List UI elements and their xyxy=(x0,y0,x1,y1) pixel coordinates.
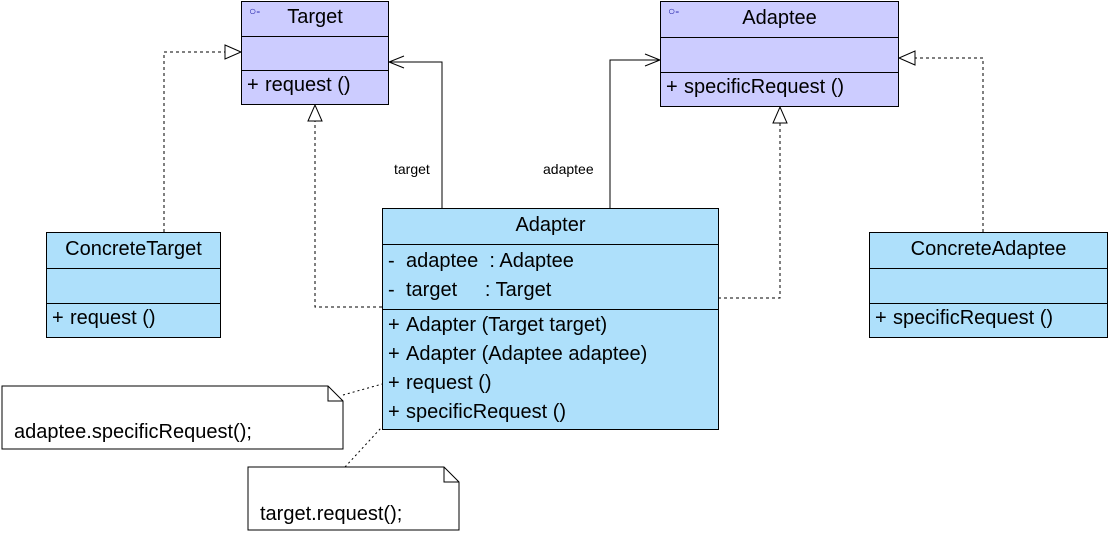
attribute-row: -adaptee : Adaptee xyxy=(388,250,574,272)
method-row: +request () xyxy=(52,307,156,329)
attribute-row: -target : Target xyxy=(388,279,552,301)
association-adapter-adaptee xyxy=(609,53,662,208)
realization-adapter-target xyxy=(315,105,382,308)
note-target-call: target.request(); xyxy=(248,480,438,525)
note-anchor-adaptee-call xyxy=(342,380,394,396)
adaptee-class-box[interactable]: ○- Adaptee +specificRequest () xyxy=(660,1,899,107)
realization-concreteadaptee-adaptee xyxy=(899,58,984,232)
concrete-target-class-name: ConcreteTarget xyxy=(65,238,202,260)
method-row: +specificRequest () xyxy=(388,401,567,423)
concrete-adaptee-class-box[interactable]: ConcreteAdaptee +specificRequest () xyxy=(869,232,1108,338)
method-row: +specificRequest () xyxy=(666,76,845,98)
method-row: +Adapter (Target target) xyxy=(388,314,608,336)
target-interface-name: Target xyxy=(287,6,343,28)
note-shape-adaptee-call xyxy=(1,385,344,450)
note-anchor-target-call xyxy=(344,414,394,468)
target-interface-box[interactable]: ○- Target +request () xyxy=(241,1,389,105)
note-shape-target-call xyxy=(247,466,460,531)
interface-icon: ○- xyxy=(668,4,680,18)
adaptee-class-name: Adaptee xyxy=(742,7,817,29)
realization-adapter-adaptee xyxy=(718,107,780,299)
interface-icon: ○- xyxy=(249,4,261,18)
note-target-call-text: target.request(); xyxy=(260,503,403,525)
adapter-class-box[interactable]: Adapter -adaptee : Adaptee -target : Tar… xyxy=(382,208,719,430)
note-adaptee-call-text: adaptee.specificRequest(); xyxy=(14,421,252,443)
method-row: +request () xyxy=(247,74,351,96)
method-row: +Adapter (Adaptee adaptee) xyxy=(388,343,648,365)
method-row: +request () xyxy=(388,372,492,394)
association-adapter-target xyxy=(387,55,443,208)
realization-concretetarget-target xyxy=(163,52,241,232)
association-label-target: target xyxy=(394,161,430,177)
association-label-adaptee: adaptee xyxy=(543,161,594,177)
concrete-target-class-box[interactable]: ConcreteTarget +request () xyxy=(46,232,221,338)
concrete-adaptee-class-name: ConcreteAdaptee xyxy=(910,238,1067,260)
note-adaptee-call: adaptee.specificRequest(); xyxy=(2,398,332,443)
method-row: +specificRequest () xyxy=(875,307,1054,329)
adapter-class-name: Adapter xyxy=(515,214,586,236)
